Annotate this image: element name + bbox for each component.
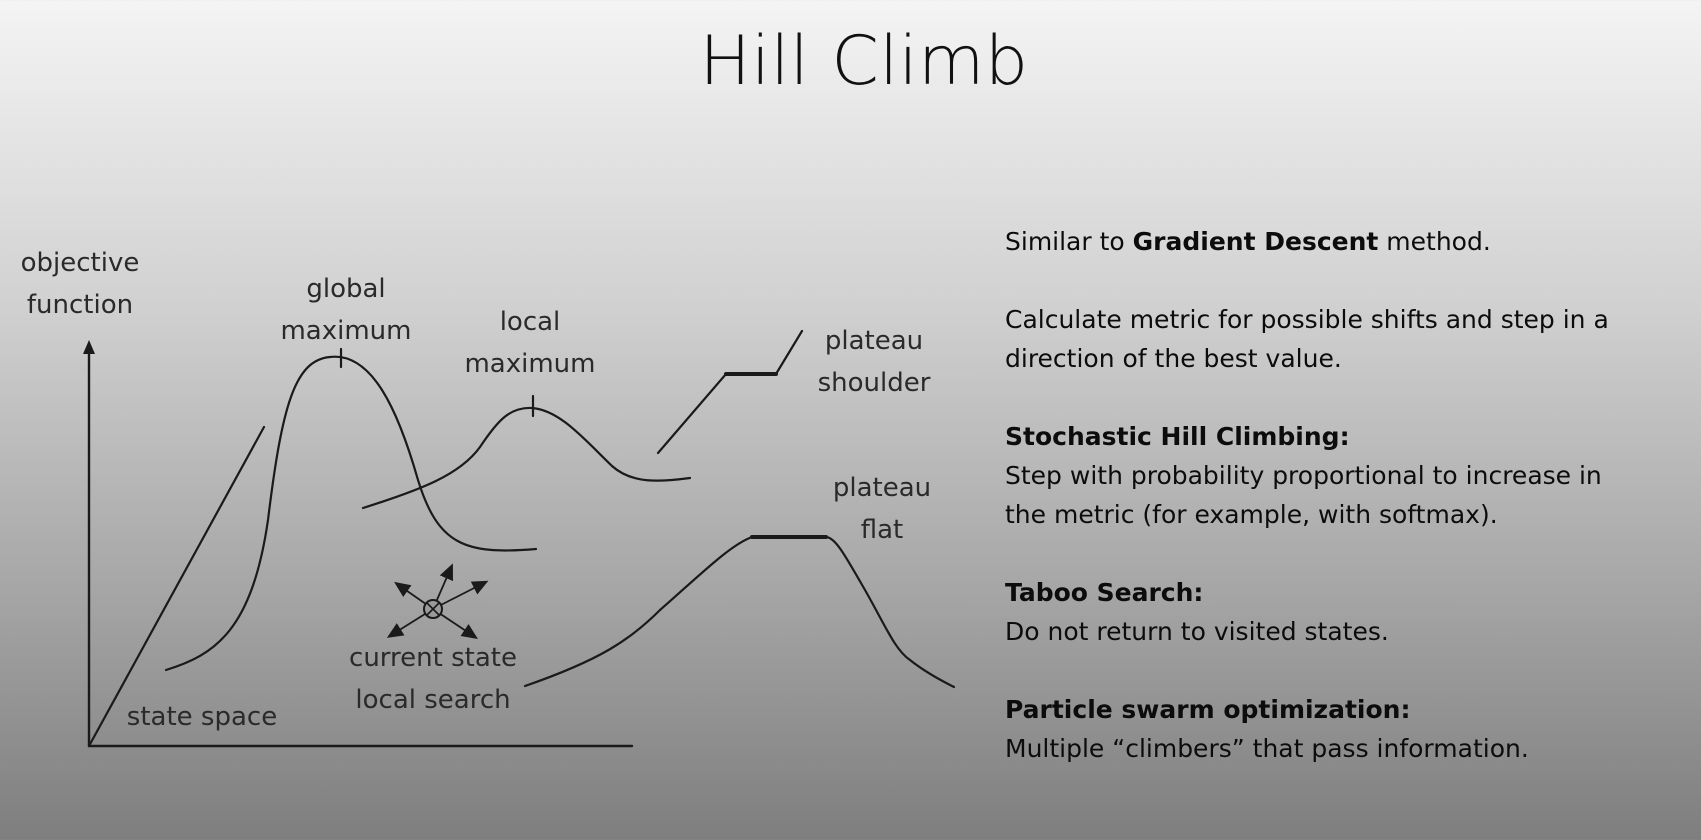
- plateau-shoulder-label: plateau shoulder: [812, 320, 936, 404]
- current-state-label-line1: current state: [349, 643, 517, 673]
- note-metric-line1: Calculate metric for possible shifts and…: [1005, 305, 1609, 334]
- note-gradient-descent: Similar to Gradient Descent method.: [1005, 222, 1685, 261]
- plateau-flat-curve: [523, 535, 956, 689]
- state-space-label: state space: [126, 702, 278, 732]
- note-stochastic-line2: the metric (for example, with softmax).: [1005, 500, 1498, 529]
- global-maximum-curve: [164, 355, 538, 672]
- plateau-flat-label-line2: flat: [860, 515, 904, 545]
- note-stochastic-heading: Stochastic Hill Climbing:: [1005, 422, 1350, 451]
- note-pso: Particle swarm optimization: Multiple “c…: [1005, 690, 1685, 768]
- local-maximum-label: local maximum: [460, 301, 600, 385]
- global-maximum-label: global maximum: [276, 268, 416, 352]
- local-maximum-label-line2: maximum: [464, 349, 596, 379]
- current-state-label-line2: local search: [355, 685, 511, 715]
- note-pso-heading: Particle swarm optimization:: [1005, 695, 1411, 724]
- slide-title: Hill Climb: [699, 22, 1029, 101]
- note-taboo: Taboo Search: Do not return to visited s…: [1005, 573, 1685, 651]
- plateau-shoulder-curve: [656, 329, 804, 455]
- note-metric: Calculate metric for possible shifts and…: [1005, 300, 1685, 378]
- current-state-icon: [423, 599, 443, 619]
- plateau-shoulder-label-line1: plateau: [824, 326, 924, 356]
- y-axis-label-line1: objective: [20, 248, 140, 278]
- state-space-pointer: [87, 425, 266, 748]
- note-taboo-line1: Do not return to visited states.: [1005, 617, 1389, 646]
- y-axis-arrow-icon: [83, 340, 95, 354]
- note-pso-line1: Multiple “climbers” that pass informatio…: [1005, 734, 1529, 763]
- plateau-flat-label-line1: plateau: [832, 473, 932, 503]
- global-maximum-label-line2: maximum: [280, 316, 412, 346]
- note-stochastic: Stochastic Hill Climbing: Step with prob…: [1005, 417, 1685, 534]
- note-gradient-bold: Gradient Descent: [1132, 227, 1379, 256]
- y-axis-label: objective function: [18, 242, 142, 326]
- current-state-label: current state local search: [344, 637, 522, 721]
- note-taboo-heading: Taboo Search:: [1005, 578, 1204, 607]
- note-gradient-suffix: method.: [1378, 227, 1491, 256]
- y-axis-label-line2: function: [26, 290, 134, 320]
- plateau-flat-label: plateau flat: [820, 467, 944, 551]
- global-maximum-label-line1: global: [306, 274, 386, 304]
- local-maximum-label-line1: local: [499, 307, 561, 337]
- note-metric-line2: direction of the best value.: [1005, 344, 1342, 373]
- notes-panel: Similar to Gradient Descent method. Calc…: [1005, 222, 1685, 768]
- note-stochastic-line1: Step with probability proportional to in…: [1005, 461, 1602, 490]
- plateau-shoulder-label-line2: shoulder: [817, 368, 931, 398]
- note-gradient-prefix: Similar to: [1005, 227, 1133, 256]
